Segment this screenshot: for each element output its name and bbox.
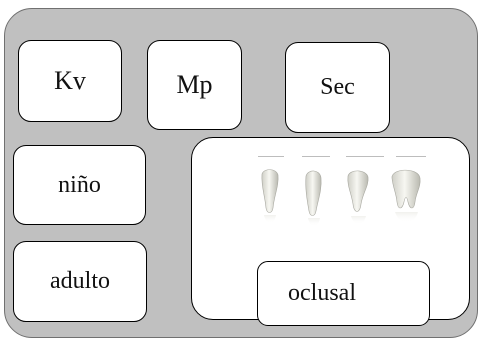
tooth-caption-line <box>346 156 384 157</box>
tooth-caption-line <box>396 156 426 157</box>
mp-button[interactable]: Mp <box>147 40 242 130</box>
incisor-icon <box>261 169 279 224</box>
kv-button-label: Kv <box>54 66 86 95</box>
tooth-captions <box>254 156 440 162</box>
adulto-button-label: adulto <box>50 268 110 294</box>
nino-button-label: niño <box>58 171 101 198</box>
molar-icon <box>391 169 421 223</box>
mp-button-label: Mp <box>176 70 213 99</box>
nino-button[interactable]: niño <box>13 145 146 225</box>
kv-button[interactable]: Kv <box>18 40 122 122</box>
sec-button[interactable]: Sec <box>285 42 390 133</box>
oclusal-button[interactable]: oclusal <box>257 261 430 326</box>
premolar-icon <box>347 170 369 225</box>
tooth-caption-line <box>258 156 284 157</box>
teeth-illustration <box>261 169 421 227</box>
canine-icon <box>305 170 322 227</box>
sec-button-label: Sec <box>320 74 355 100</box>
tooth-caption-line <box>302 156 330 157</box>
adulto-button[interactable]: adulto <box>13 241 147 322</box>
oclusal-button-label: oclusal <box>288 280 356 306</box>
